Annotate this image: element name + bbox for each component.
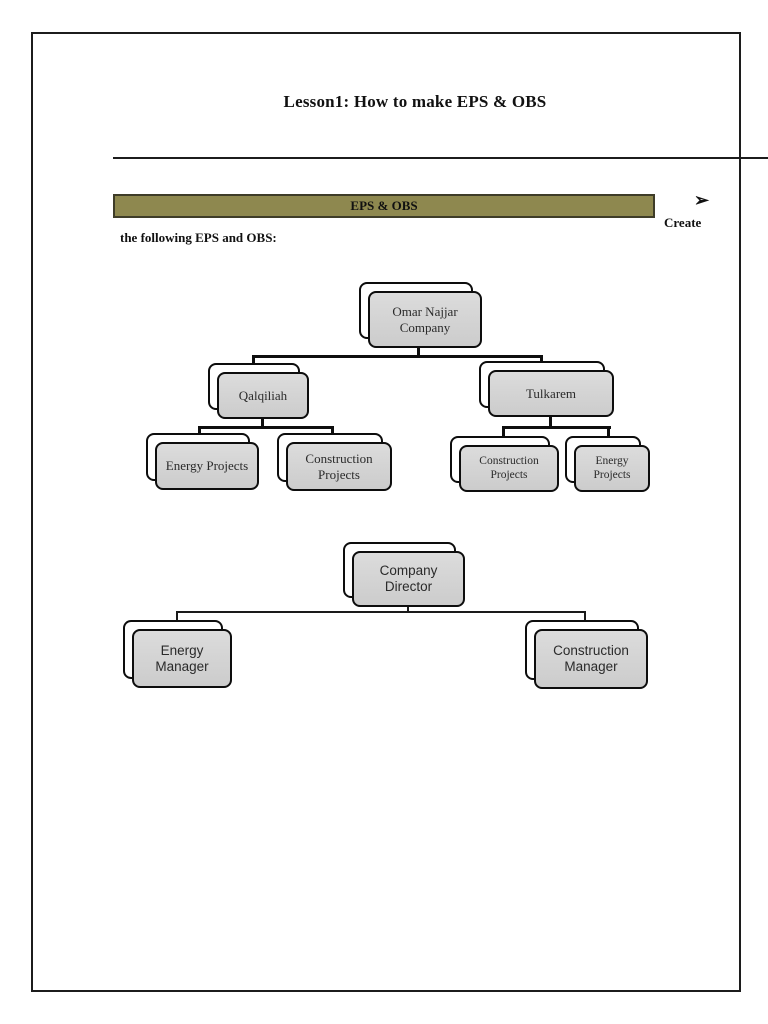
org-node-construction-projects-left: Construction Projects <box>277 433 392 491</box>
connector <box>261 419 264 428</box>
page-border <box>31 32 741 992</box>
node-label: Tulkarem <box>488 370 614 417</box>
connector <box>502 426 611 429</box>
connector <box>331 426 334 435</box>
org-node-energy-projects-left: Energy Projects <box>146 433 259 490</box>
node-label: Omar Najjar Company <box>368 291 482 348</box>
connector <box>502 426 505 438</box>
node-label: Construction Projects <box>286 442 392 491</box>
connector <box>540 355 543 363</box>
connector <box>198 426 334 429</box>
node-label: Construction Manager <box>534 629 648 689</box>
node-label: Energy Projects <box>155 442 259 490</box>
connector <box>252 355 543 358</box>
node-label: Qalqiliah <box>217 372 309 419</box>
connector <box>417 348 420 357</box>
page-title: Lesson1: How to make EPS & OBS <box>283 92 547 111</box>
horizontal-rule <box>113 157 768 159</box>
connector <box>252 355 255 365</box>
connector <box>176 611 178 621</box>
connector <box>407 607 409 613</box>
section-banner: EPS & OBS <box>113 194 655 218</box>
org-node-tulkarem: Tulkarem <box>479 361 614 417</box>
node-label: Construction Projects <box>459 445 559 492</box>
instruction-lead-text: Create <box>664 215 702 230</box>
instruction-text: the following EPS and OBS: <box>120 230 277 245</box>
connector <box>584 611 586 621</box>
connector <box>176 611 586 613</box>
node-label: Energy Manager <box>132 629 232 688</box>
org-node-energy-manager: Energy Manager <box>123 620 232 688</box>
org-node-construction-projects-right: Construction Projects <box>450 436 559 492</box>
org-node-company-director: Company Director <box>343 542 465 607</box>
node-label: Company Director <box>352 551 465 607</box>
section-banner-label: EPS & OBS <box>350 198 418 213</box>
org-node-construction-manager: Construction Manager <box>525 620 648 689</box>
connector <box>198 426 201 435</box>
org-node-energy-projects-right: Energy Projects <box>565 436 650 492</box>
connector <box>607 426 610 438</box>
bullet-arrow-icon: ➢ <box>694 190 710 210</box>
org-node-qalqiliah: Qalqiliah <box>208 363 309 419</box>
connector <box>549 417 552 428</box>
org-node-omar-najjar-company: Omar Najjar Company <box>359 282 482 348</box>
node-label: Energy Projects <box>574 445 650 492</box>
